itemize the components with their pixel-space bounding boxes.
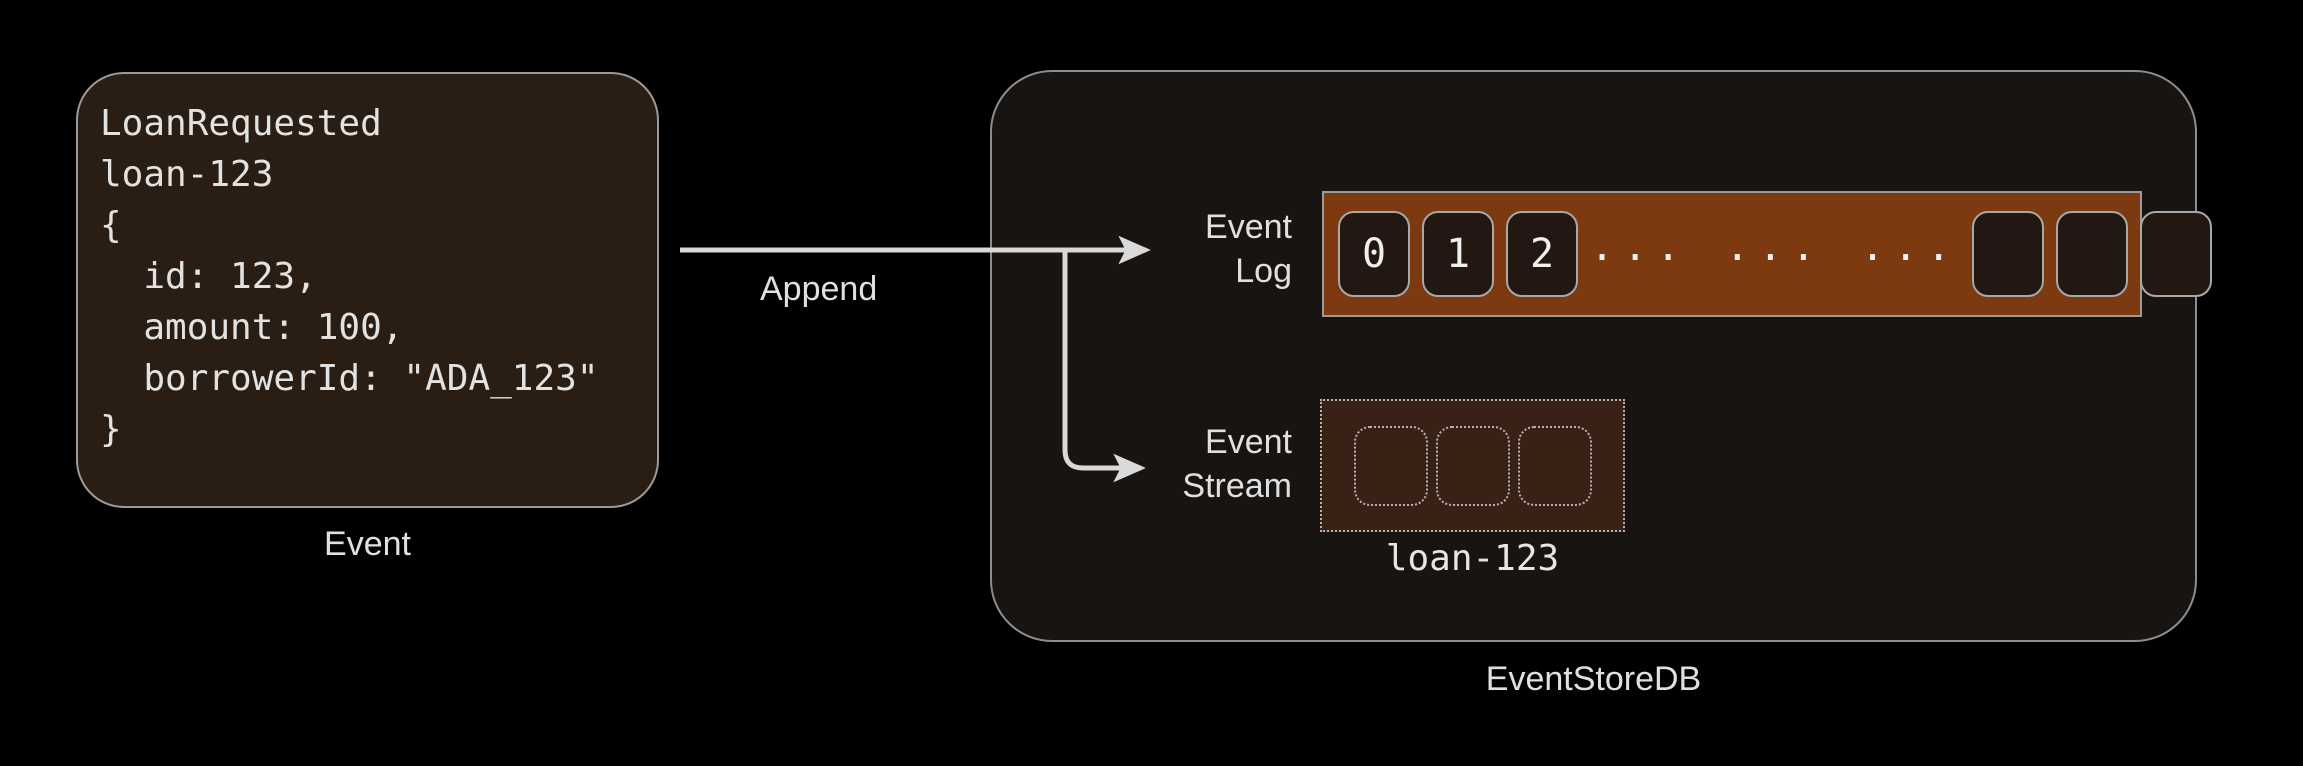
eventstoredb-container bbox=[990, 70, 2197, 642]
event-stream-label: Event Stream bbox=[1182, 423, 1292, 505]
event-log-bar: 0 1 2 ... ... ... bbox=[1322, 191, 2212, 317]
log-cell-empty bbox=[2139, 211, 2212, 297]
event-stream-box bbox=[1320, 399, 1625, 532]
log-cell: 1 bbox=[1422, 211, 1494, 297]
ellipsis-group: ... bbox=[1860, 224, 1960, 270]
append-arrow-label: Append bbox=[760, 270, 878, 308]
event-card-caption: Event bbox=[324, 525, 411, 563]
ellipsis-group: ... bbox=[1590, 224, 1690, 270]
event-log-label: Event Log bbox=[1205, 208, 1292, 290]
stream-cell-empty bbox=[1435, 425, 1510, 506]
log-cell-empty bbox=[1971, 211, 2044, 297]
stream-cell-empty bbox=[1517, 425, 1592, 506]
log-cell-empty bbox=[2055, 211, 2128, 297]
event-card: LoanRequested loan-123 { id: 123, amount… bbox=[76, 72, 659, 508]
stream-cell-empty bbox=[1353, 425, 1428, 506]
event-stream-name: loan-123 bbox=[1385, 538, 1560, 579]
log-cell: 2 bbox=[1506, 211, 1578, 297]
event-payload-code: LoanRequested loan-123 { id: 123, amount… bbox=[100, 103, 599, 450]
log-cell: 0 bbox=[1338, 211, 1410, 297]
log-ellipsis: ... ... ... bbox=[1590, 227, 1960, 281]
eventstoredb-caption: EventStoreDB bbox=[1485, 660, 1702, 698]
ellipsis-group: ... bbox=[1725, 224, 1825, 270]
